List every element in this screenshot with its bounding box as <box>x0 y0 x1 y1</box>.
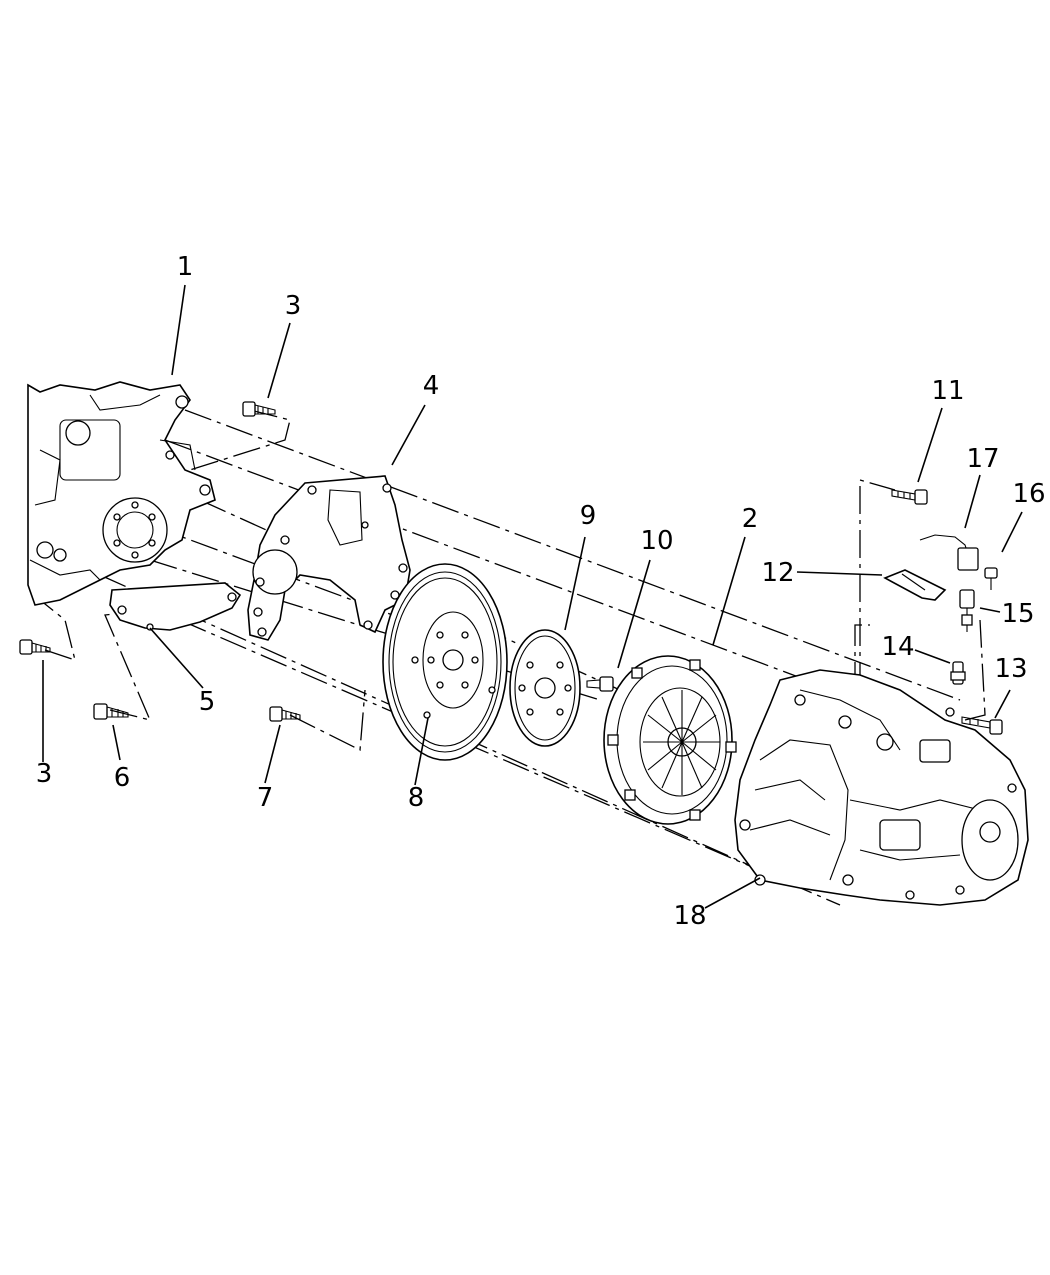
bolt-6 <box>93 703 129 720</box>
callout-7: 7 <box>257 783 274 813</box>
sensor-15 <box>959 589 975 632</box>
bolt-7 <box>269 706 301 722</box>
callout-labels: 1 2 3 3 4 5 6 7 8 9 10 11 12 13 14 15 16… <box>36 252 1046 931</box>
callout-14: 14 <box>881 632 914 662</box>
engine-block <box>27 381 216 606</box>
bolt-10 <box>586 676 614 692</box>
callout-4: 4 <box>423 371 440 401</box>
bolt-11 <box>891 489 928 505</box>
bolt-16 <box>984 567 998 590</box>
callout-3-lower: 3 <box>36 759 53 789</box>
bolt-3-upper <box>242 401 276 417</box>
callout-8: 8 <box>408 783 425 813</box>
callout-15: 15 <box>1001 599 1034 629</box>
callout-3-upper: 3 <box>285 291 302 321</box>
callout-10: 10 <box>640 526 673 556</box>
callout-1: 1 <box>177 252 194 282</box>
callout-18: 18 <box>673 901 706 931</box>
callout-5: 5 <box>199 687 216 717</box>
callout-17: 17 <box>966 444 999 474</box>
shift-cover-plate <box>883 569 947 601</box>
flywheel <box>382 563 508 761</box>
callout-11: 11 <box>931 376 964 406</box>
sensor-14 <box>950 661 966 685</box>
wire-harness-17 <box>919 534 979 571</box>
clutch-assembly <box>603 655 737 825</box>
callout-2: 2 <box>742 504 759 534</box>
flex-plate <box>509 629 581 747</box>
bolt-13 <box>961 716 1003 735</box>
callout-16: 16 <box>1012 479 1045 509</box>
transmission-case <box>734 669 1029 906</box>
adapter-plate <box>247 475 411 641</box>
callout-6: 6 <box>114 763 131 793</box>
leader-lines <box>42 284 1023 909</box>
callout-13: 13 <box>994 654 1027 684</box>
dust-shield <box>109 582 242 631</box>
bolt-3-lower <box>19 639 51 655</box>
callout-9: 9 <box>580 501 597 531</box>
callout-12: 12 <box>761 558 794 588</box>
